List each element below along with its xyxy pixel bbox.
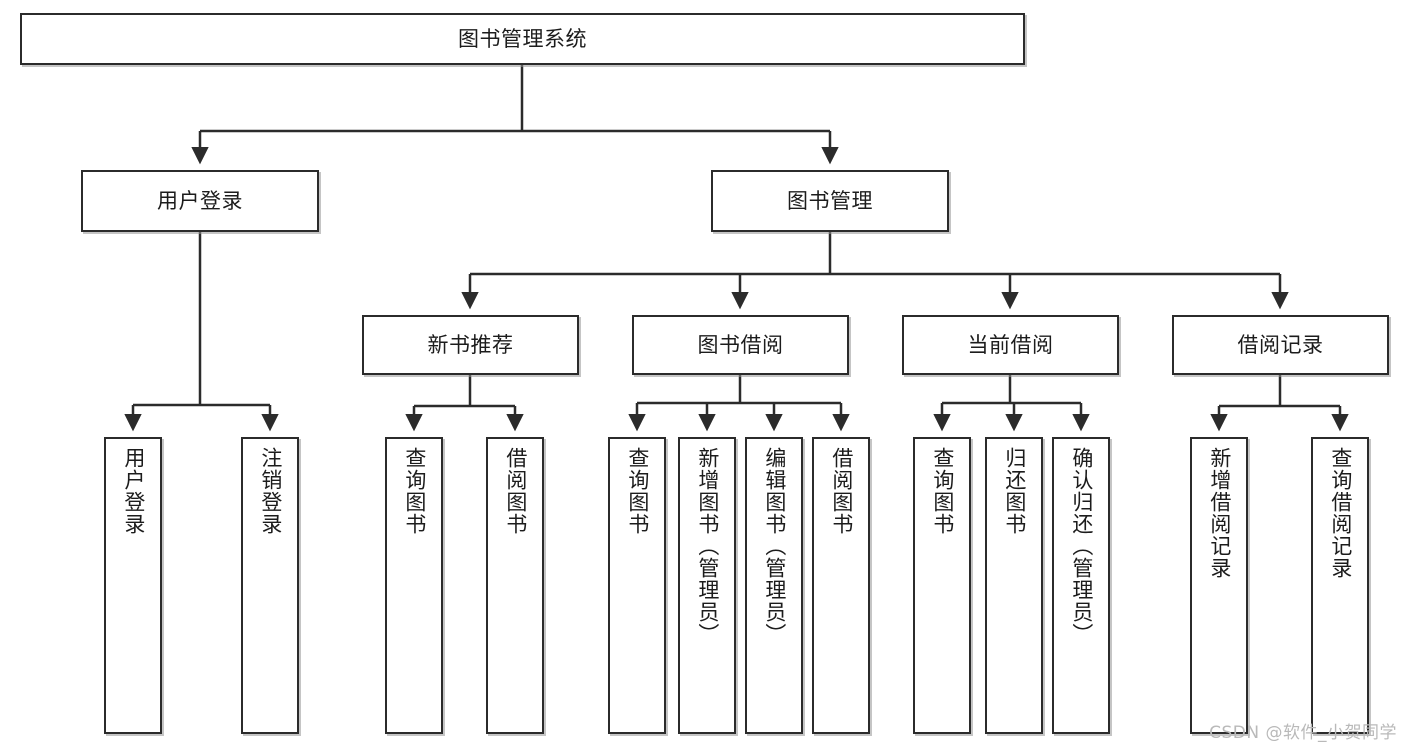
node-leaf-user-logout[interactable]: 注销登录 — [241, 437, 299, 734]
node-book-borrow[interactable]: 图书借阅 — [632, 315, 849, 375]
node-root-label: 图书管理系统 — [458, 26, 587, 51]
node-leaf-query-book-2[interactable]: 查询图书 — [608, 437, 666, 734]
node-leaf-query-book-1-label: 查询图书 — [402, 447, 427, 535]
node-leaf-user-login-label: 用户登录 — [121, 447, 146, 535]
node-leaf-borrow-book-1[interactable]: 借阅图书 — [486, 437, 544, 734]
node-leaf-query-book-3-label: 查询图书 — [930, 447, 955, 535]
node-leaf-add-book[interactable]: 新增图书（管理员） — [678, 437, 736, 734]
node-new-book-recommend-label: 新书推荐 — [427, 332, 514, 357]
csdn-watermark: CSDN @软件_小贺同学 — [1209, 723, 1397, 743]
node-borrow-records-label: 借阅记录 — [1237, 332, 1324, 357]
node-book-manage-label: 图书管理 — [787, 188, 873, 213]
node-book-borrow-label: 图书借阅 — [697, 332, 784, 357]
node-leaf-edit-book-label: 编辑图书（管理员） — [762, 447, 787, 645]
node-leaf-add-book-label: 新增图书（管理员） — [695, 447, 720, 645]
node-new-book-recommend[interactable]: 新书推荐 — [362, 315, 579, 375]
node-leaf-query-borrow-record[interactable]: 查询借阅记录 — [1311, 437, 1369, 734]
node-leaf-confirm-return[interactable]: 确认归还（管理员） — [1052, 437, 1110, 734]
node-current-borrow[interactable]: 当前借阅 — [902, 315, 1119, 375]
node-leaf-borrow-book-1-label: 借阅图书 — [503, 447, 528, 535]
node-book-manage[interactable]: 图书管理 — [711, 170, 949, 232]
node-leaf-return-book-label: 归还图书 — [1002, 447, 1027, 535]
node-user-login-label: 用户登录 — [157, 188, 243, 213]
node-leaf-borrow-book-2[interactable]: 借阅图书 — [812, 437, 870, 734]
node-leaf-user-logout-label: 注销登录 — [258, 447, 283, 535]
node-borrow-records[interactable]: 借阅记录 — [1172, 315, 1389, 375]
node-user-login[interactable]: 用户登录 — [81, 170, 319, 232]
node-leaf-add-borrow-record[interactable]: 新增借阅记录 — [1190, 437, 1248, 734]
node-leaf-query-book-2-label: 查询图书 — [625, 447, 650, 535]
node-leaf-return-book[interactable]: 归还图书 — [985, 437, 1043, 734]
node-root[interactable]: 图书管理系统 — [20, 13, 1025, 65]
node-leaf-user-login[interactable]: 用户登录 — [104, 437, 162, 734]
node-leaf-add-borrow-record-label: 新增借阅记录 — [1207, 447, 1232, 579]
node-leaf-confirm-return-label: 确认归还（管理员） — [1069, 447, 1094, 645]
node-leaf-edit-book[interactable]: 编辑图书（管理员） — [745, 437, 803, 734]
node-current-borrow-label: 当前借阅 — [967, 332, 1054, 357]
node-leaf-query-book-3[interactable]: 查询图书 — [913, 437, 971, 734]
node-leaf-query-borrow-record-label: 查询借阅记录 — [1328, 447, 1353, 579]
node-leaf-query-book-1[interactable]: 查询图书 — [385, 437, 443, 734]
node-leaf-borrow-book-2-label: 借阅图书 — [829, 447, 854, 535]
